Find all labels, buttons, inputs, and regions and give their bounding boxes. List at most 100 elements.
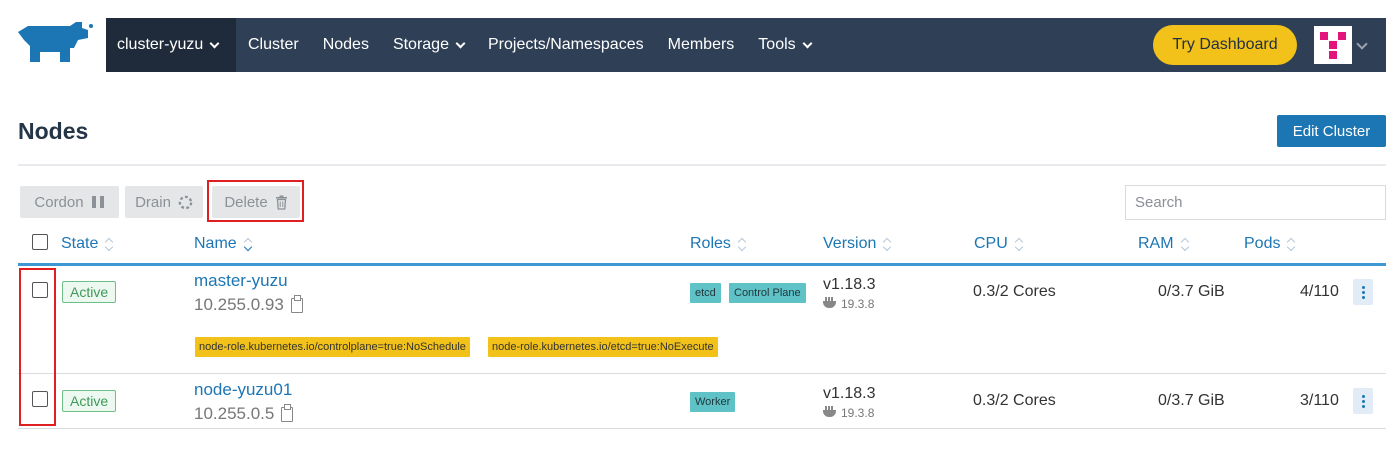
sort-icon <box>1014 237 1024 252</box>
column-header-state[interactable]: State <box>61 235 114 253</box>
dot <box>1361 290 1365 294</box>
nav-item-label: Cluster <box>248 36 299 53</box>
table-header-divider <box>18 263 1386 266</box>
taint-badge: node-role.kubernetes.io/controlplane=tru… <box>195 337 470 357</box>
sort-desc-icon <box>243 237 253 252</box>
column-label: CPU <box>974 235 1008 252</box>
status-badge: Active <box>62 390 117 412</box>
top-navbar: cluster-yuzu Cluster Nodes Storage Proje… <box>106 18 1386 72</box>
checkbox-highlight-box <box>19 268 56 426</box>
node-name-link[interactable]: node-yuzu01 <box>194 380 293 399</box>
sort-icon <box>737 237 747 252</box>
cpu-value: 0.3/2 Cores <box>973 283 1056 300</box>
row-actions-button[interactable] <box>1353 279 1373 305</box>
delete-label: Delete <box>224 193 268 211</box>
column-label: Roles <box>690 235 731 252</box>
docker-version: 19.3.8 <box>823 405 875 420</box>
ram-value: 0/3.7 GiB <box>1158 283 1225 300</box>
delete-highlight-box <box>207 180 304 222</box>
row-divider <box>18 373 1386 374</box>
node-ip-text: 10.255.0.5 <box>194 404 275 423</box>
column-header-cpu[interactable]: CPU <box>974 235 1024 253</box>
copy-icon[interactable] <box>281 403 294 422</box>
try-dashboard-button[interactable]: Try Dashboard <box>1153 25 1297 65</box>
docker-version-text: 19.3.8 <box>841 406 875 420</box>
copy-icon[interactable] <box>290 294 303 313</box>
dot <box>1361 394 1365 398</box>
node-ip: 10.255.0.93 <box>194 294 303 315</box>
row-actions-button[interactable] <box>1353 388 1373 414</box>
row-divider <box>18 428 1386 429</box>
docker-version-text: 19.3.8 <box>841 297 875 311</box>
trash-icon <box>275 195 287 210</box>
chevron-down-icon <box>802 38 813 48</box>
nav-item-label: Projects/Namespaces <box>487 36 644 53</box>
taint-badge: node-role.kubernetes.io/etcd=true:NoExec… <box>488 337 718 357</box>
drain-label: Drain <box>135 193 171 211</box>
drain-button[interactable]: Drain <box>125 186 203 218</box>
nav-item-cluster[interactable]: Cluster <box>236 18 311 72</box>
nav-item-label: Tools <box>758 36 796 53</box>
docker-icon <box>823 296 836 308</box>
role-badge-etcd: etcd <box>690 283 721 303</box>
nav-item-nodes[interactable]: Nodes <box>311 18 381 72</box>
user-menu-chevron-icon[interactable] <box>1356 38 1368 50</box>
role-badge-worker: Worker <box>690 392 736 412</box>
column-header-version[interactable]: Version <box>823 235 892 253</box>
dot <box>1361 399 1365 403</box>
nav-item-label: Nodes <box>322 36 369 53</box>
nav-item-label: Members <box>667 36 735 53</box>
column-label: Version <box>823 235 877 252</box>
column-header-pods[interactable]: Pods <box>1244 235 1296 253</box>
column-label: RAM <box>1138 235 1174 252</box>
dot <box>1361 404 1365 408</box>
avatar[interactable] <box>1314 26 1352 64</box>
pods-value: 3/110 <box>1300 392 1339 409</box>
row-checkbox[interactable] <box>32 282 48 298</box>
cordon-label: Cordon <box>34 193 84 211</box>
page-title: Nodes <box>18 118 89 144</box>
dot <box>1361 295 1365 299</box>
nav-item-storage[interactable]: Storage <box>381 18 476 72</box>
column-header-ram[interactable]: RAM <box>1138 235 1190 253</box>
column-header-name[interactable]: Name <box>194 235 253 253</box>
column-label: Pods <box>1244 235 1281 252</box>
rancher-logo[interactable] <box>14 22 94 70</box>
cluster-switcher[interactable]: cluster-yuzu <box>106 18 236 72</box>
search-input[interactable] <box>1125 185 1386 220</box>
role-badge-control-plane: Control Plane <box>729 283 806 303</box>
node-ip: 10.255.0.5 <box>194 403 294 424</box>
sort-icon <box>1286 237 1296 252</box>
nav-item-label: Storage <box>392 36 449 53</box>
column-label: State <box>61 235 99 252</box>
node-name-link[interactable]: master-yuzu <box>194 271 288 290</box>
column-header-roles[interactable]: Roles <box>690 235 747 253</box>
pause-icon <box>91 196 104 208</box>
identicon-icon <box>1320 32 1346 59</box>
sort-icon <box>882 237 892 252</box>
dot <box>1361 285 1365 289</box>
pods-value: 4/110 <box>1300 283 1339 300</box>
cpu-value: 0.3/2 Cores <box>973 392 1056 409</box>
status-badge: Active <box>62 281 117 303</box>
column-label: Name <box>194 235 237 252</box>
edit-cluster-button[interactable]: Edit Cluster <box>1277 115 1386 147</box>
nav-item-tools[interactable]: Tools <box>746 18 822 72</box>
title-divider <box>18 164 1386 166</box>
node-ip-text: 10.255.0.93 <box>194 295 284 314</box>
row-checkbox[interactable] <box>32 391 48 407</box>
kubelet-version: v1.18.3 <box>823 385 876 402</box>
spinner-icon <box>178 195 193 209</box>
nav-item-projects-namespaces[interactable]: Projects/Namespaces <box>476 18 656 72</box>
docker-version: 19.3.8 <box>823 296 875 311</box>
sort-icon <box>104 237 114 252</box>
chevron-down-icon <box>455 38 466 48</box>
kubelet-version: v1.18.3 <box>823 276 876 293</box>
cordon-button[interactable]: Cordon <box>20 186 119 218</box>
nav-item-members[interactable]: Members <box>656 18 747 72</box>
docker-icon <box>823 405 836 417</box>
delete-button[interactable]: Delete <box>212 186 300 218</box>
chevron-down-icon <box>209 38 220 48</box>
select-all-checkbox[interactable] <box>32 234 48 250</box>
sort-icon <box>1180 237 1190 252</box>
